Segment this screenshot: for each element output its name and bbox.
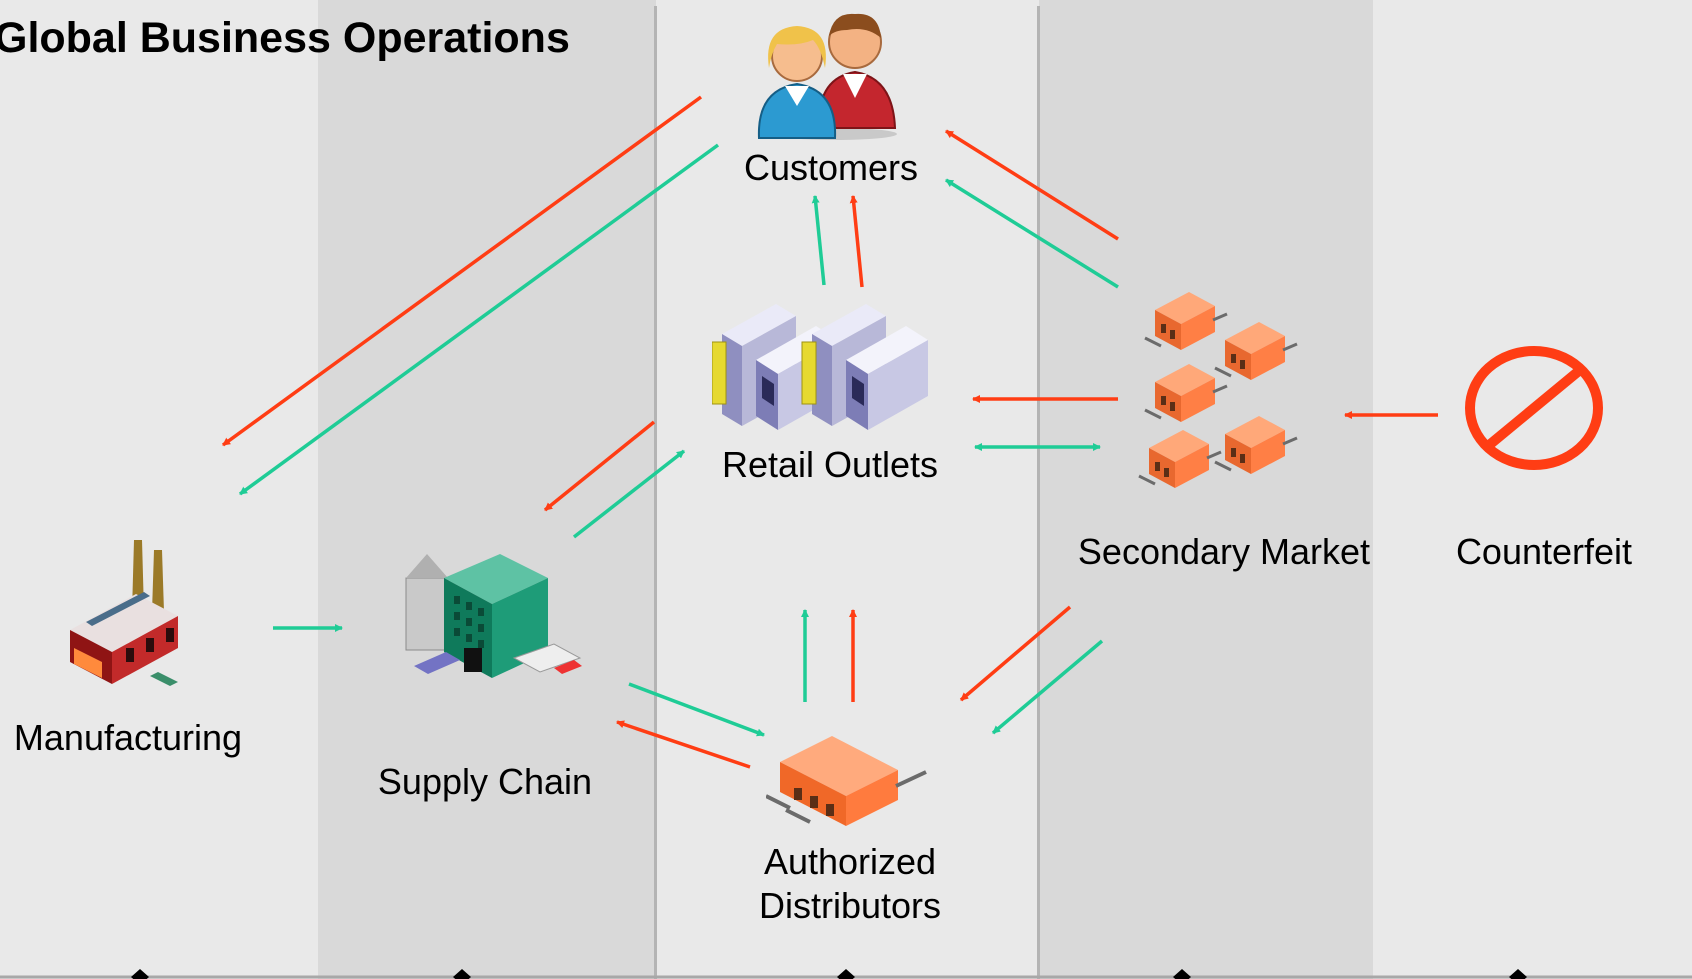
divider-line	[1037, 6, 1040, 979]
authorized-distributors-label-line2: Distributors	[758, 885, 942, 926]
timeline-marker	[453, 969, 471, 979]
arrow-secondary-to-distributors	[991, 639, 1104, 735]
band-counterfeit	[1373, 0, 1692, 979]
supply-chain-label: Supply Chain	[377, 761, 593, 802]
authorized-distributors-label-line1: Authorized	[763, 841, 937, 882]
arrow-secondary-to-customers	[945, 129, 1119, 241]
arrow-secondary-to-customers	[945, 178, 1119, 289]
band-manufacturing	[0, 0, 318, 979]
factory-icon	[70, 540, 178, 686]
warehouse-icon	[766, 736, 927, 826]
timeline-marker	[131, 969, 149, 979]
retail-outlets-label: Retail Outlets	[721, 444, 939, 485]
prohibited-icon	[1465, 346, 1603, 470]
timeline-marker	[837, 969, 855, 979]
timeline-marker	[1509, 969, 1527, 979]
manufacturing-label: Manufacturing	[13, 717, 243, 758]
arrow-customers-to-manufacturing	[221, 95, 703, 447]
divider-line	[654, 6, 657, 979]
secondary-market-label: Secondary Market	[1077, 531, 1371, 572]
arrow-retail-to-customers	[811, 195, 826, 286]
page-title: Global Business Operations	[0, 14, 570, 62]
arrow-supply-chain-to-distributors	[628, 682, 765, 737]
arrow-retail-to-customers	[849, 195, 864, 288]
band-secondary-market	[1039, 0, 1373, 979]
distribution-center-icon	[405, 554, 582, 678]
band-supply-chain	[318, 0, 656, 979]
people-icon	[757, 13, 897, 140]
customers-label: Customers	[743, 147, 919, 188]
warehouse-cluster-icon	[1137, 290, 1299, 490]
arrow-supply-chain-to-retail	[572, 449, 686, 539]
arrow-distributors-to-supply-chain	[616, 720, 751, 769]
timeline-marker	[1173, 969, 1191, 979]
arrow-secondary-to-distributors	[959, 605, 1072, 702]
arrow-retail-to-supply-chain	[543, 420, 656, 512]
arrow-customers-to-manufacturing	[238, 143, 720, 496]
counterfeit-label: Counterfeit	[1455, 531, 1633, 572]
store-building-icon	[712, 304, 928, 430]
